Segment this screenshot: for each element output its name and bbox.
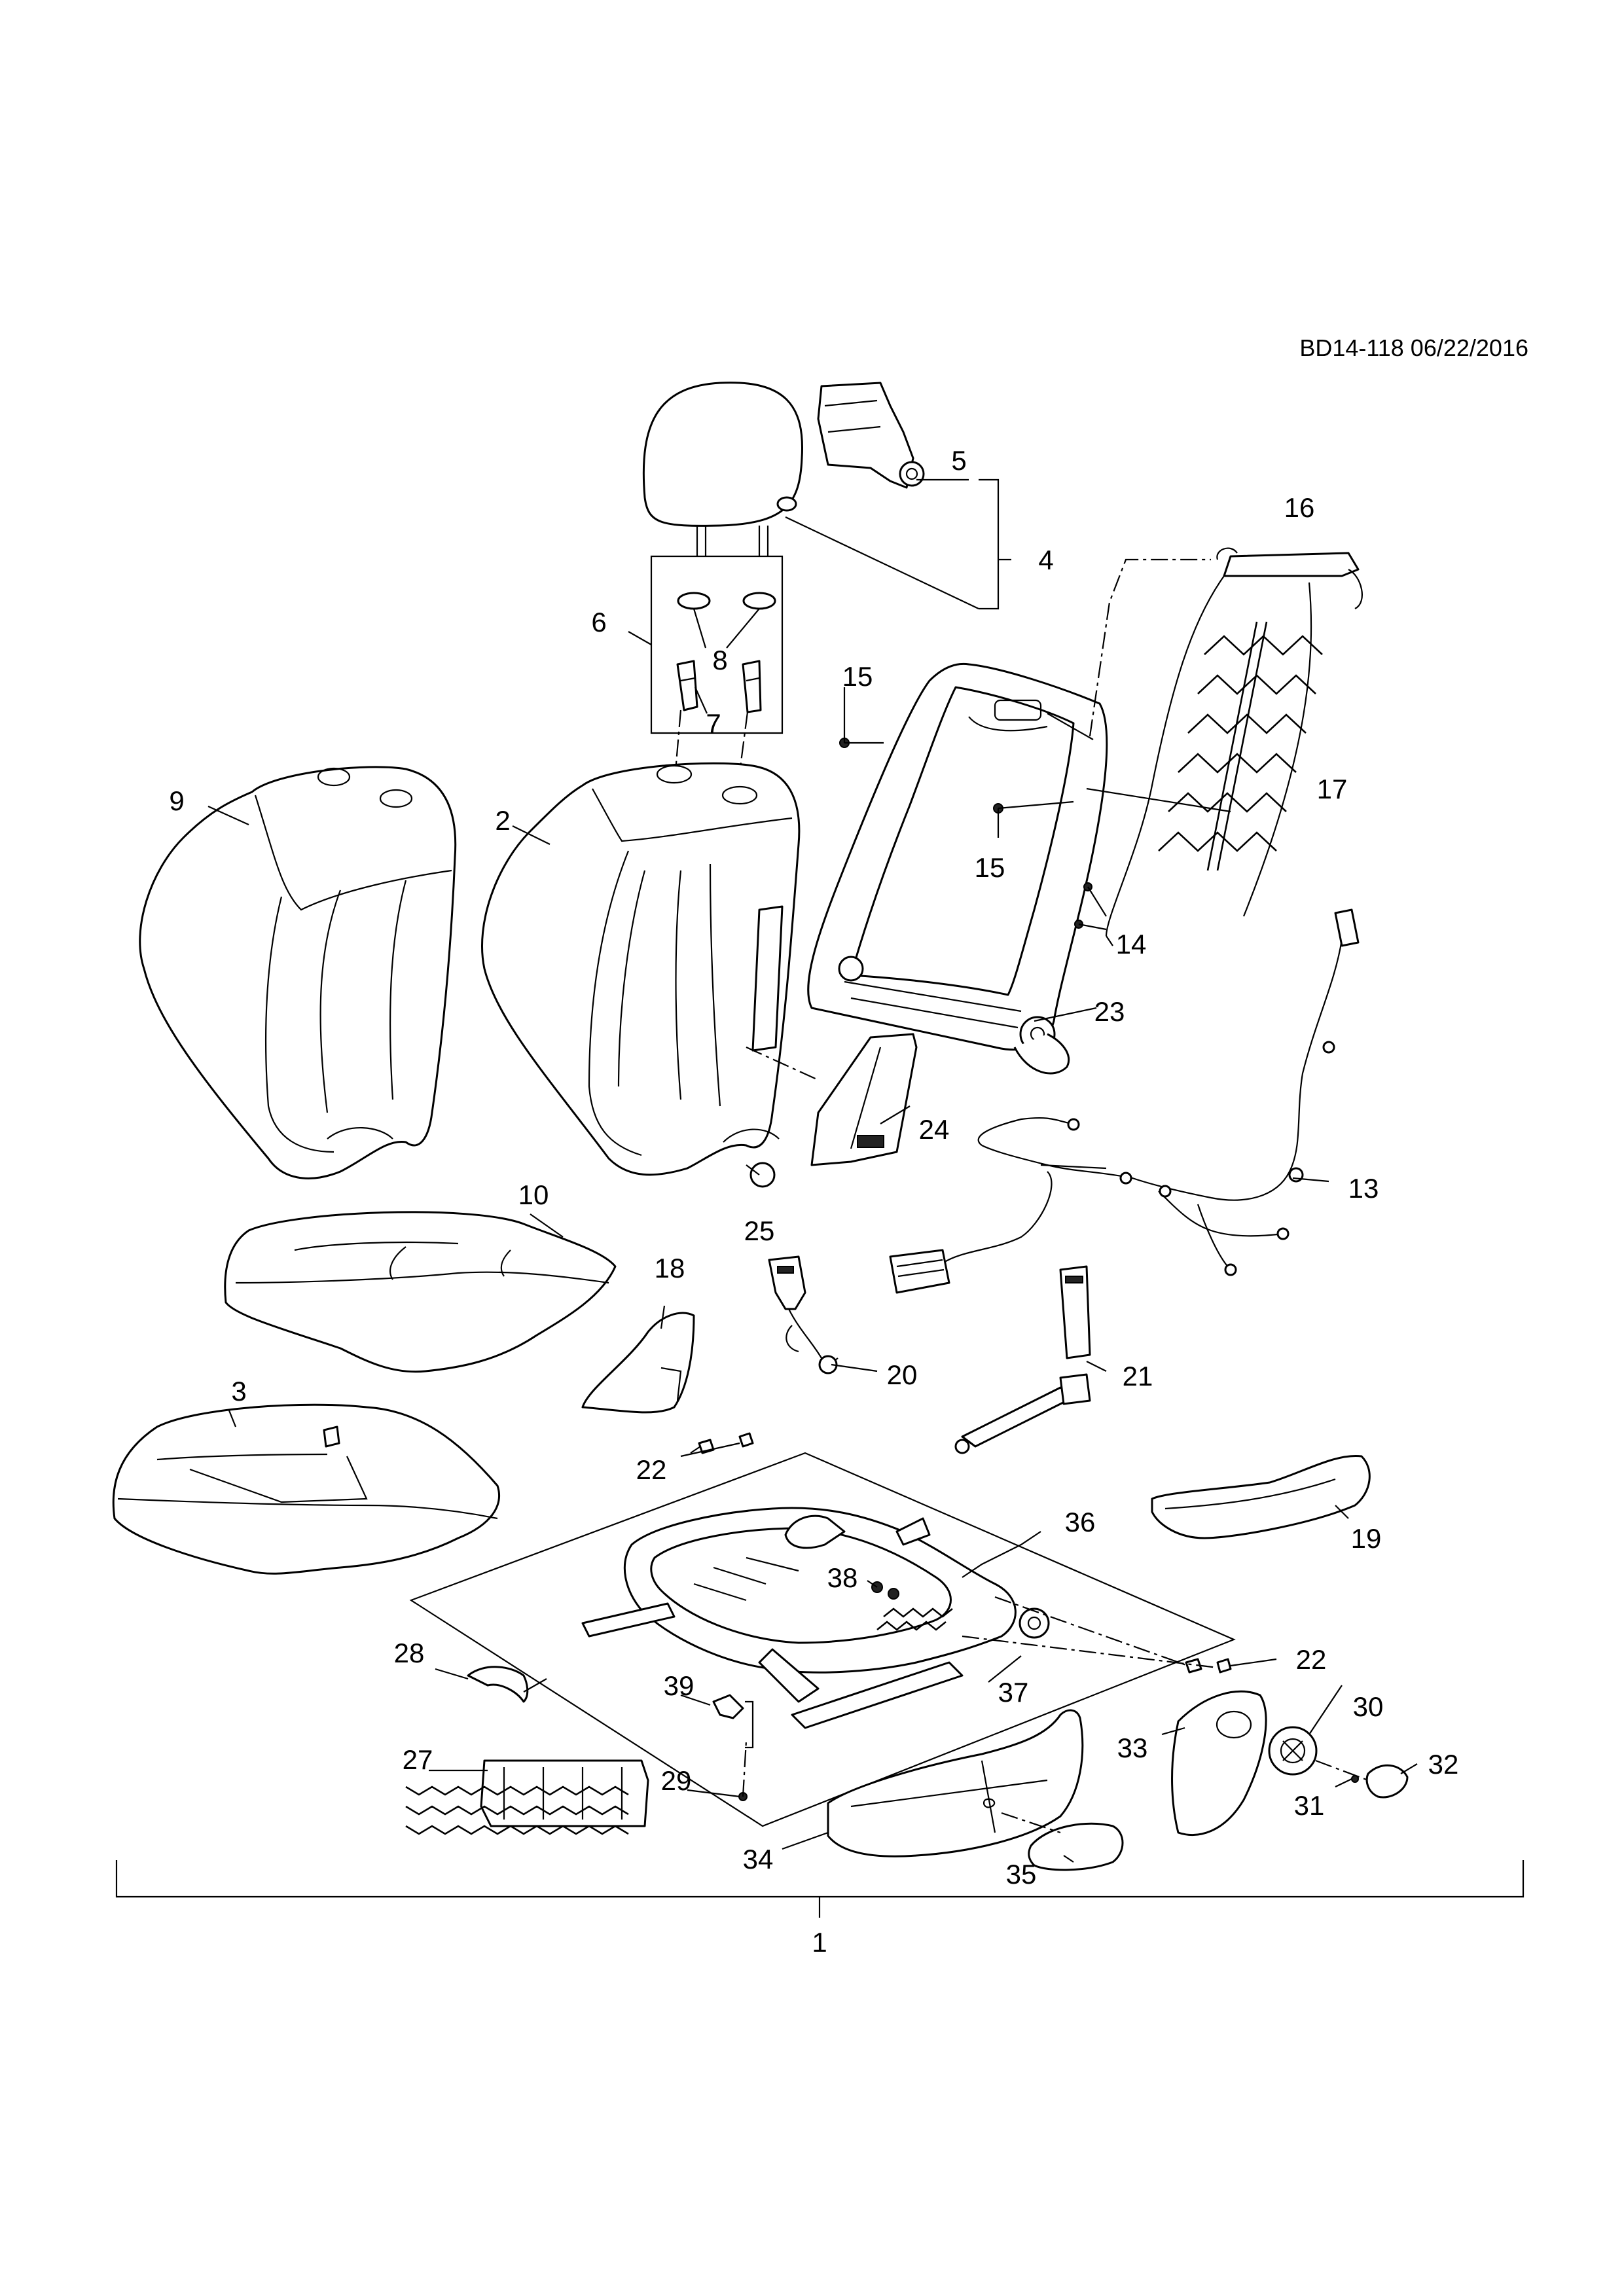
drawing-reference: BD14-118 06/22/2016: [1299, 334, 1528, 361]
callout-38: 38: [827, 1562, 858, 1593]
bracket-4: [785, 478, 1011, 610]
callout-10: 10: [518, 1179, 549, 1210]
callout-5: 5: [951, 445, 966, 476]
cushion-spring-mat: [405, 1759, 649, 1835]
callout-14: 14: [1116, 929, 1147, 960]
callout-7: 7: [706, 708, 721, 739]
assembly-bracket-1: [115, 1860, 1525, 1918]
callout-35: 35: [1006, 1859, 1037, 1890]
seat-adjuster-frame: [581, 1507, 1050, 1729]
side-shield-detail: [850, 1760, 1048, 1833]
seat-back-cover: [139, 766, 457, 1179]
callout-25: 25: [744, 1215, 775, 1246]
nuts-22: [698, 1432, 1232, 1674]
switch-dash: [1001, 1812, 1061, 1834]
trim-28: [467, 1666, 529, 1703]
callout-27: 27: [403, 1744, 433, 1775]
guide-39-bracket: [745, 1700, 754, 1749]
suspension-mat: [1105, 547, 1363, 946]
callout-2: 2: [495, 805, 510, 836]
airbag-dash: [746, 1046, 819, 1081]
callout-3: 3: [231, 1376, 246, 1407]
seat-belt-buckle: [768, 1255, 839, 1374]
callout-22b: 22: [1296, 1644, 1327, 1675]
adjuster-switch: [1028, 1822, 1124, 1871]
callout-21: 21: [1123, 1361, 1153, 1391]
callout-9: 9: [169, 785, 184, 816]
seat-back-frame: [807, 662, 1108, 1075]
inner-side-shield: [1151, 1454, 1371, 1539]
shield-opening: [1216, 1710, 1252, 1739]
seat-back-pad: [481, 762, 801, 1176]
clip-ring: [749, 1162, 776, 1188]
callout-15b: 15: [975, 852, 1005, 883]
belt-anchor: [954, 1265, 1091, 1454]
headrest-guide-module: [817, 382, 925, 489]
outer-recliner-shield: [1171, 1690, 1267, 1836]
callout-33: 33: [1117, 1732, 1148, 1763]
callout-39: 39: [664, 1670, 695, 1701]
callout-19: 19: [1351, 1523, 1382, 1554]
callout-numbers: 1 2 3 4 5 6 7 8 9 10 13 14 15 15 16 17 1…: [169, 445, 1458, 1958]
callout-36: 36: [1065, 1507, 1096, 1537]
callout-20: 20: [887, 1359, 918, 1390]
callout-16: 16: [1284, 492, 1315, 523]
callout-28: 28: [394, 1638, 425, 1668]
callout-4: 4: [1038, 545, 1053, 575]
headrest-guides-box: [628, 555, 784, 783]
callout-13: 13: [1348, 1173, 1379, 1204]
side-shield-hole: [983, 1798, 996, 1808]
callout-31: 31: [1294, 1790, 1325, 1821]
callout-22a: 22: [636, 1454, 667, 1485]
callout-30: 30: [1353, 1691, 1384, 1722]
cushion-side-trim: [581, 1312, 695, 1414]
outer-side-shield: [827, 1709, 1084, 1857]
pin-29-dash: [742, 1740, 748, 1797]
callout-37: 37: [998, 1677, 1029, 1708]
callout-24: 24: [919, 1114, 950, 1145]
callout-8: 8: [712, 645, 727, 675]
recliner-handle: [1268, 1726, 1318, 1776]
headrest: [642, 382, 804, 556]
callout-6: 6: [591, 607, 606, 637]
callout-23: 23: [1094, 996, 1125, 1027]
callout-29: 29: [661, 1765, 692, 1796]
side-airbag: [810, 1033, 918, 1166]
recliner-cap: [1365, 1764, 1409, 1799]
wire-harness: [889, 908, 1360, 1294]
callout-34: 34: [743, 1844, 774, 1874]
screw-31: [1351, 1775, 1359, 1783]
callout-18: 18: [655, 1253, 685, 1283]
adjuster-group-box: [409, 1452, 1236, 1827]
seat-cushion-pad: [112, 1403, 500, 1575]
seat-cushion-cover: [224, 1211, 617, 1373]
mat-attach-dash: [1089, 558, 1211, 737]
mat-leader: [1086, 787, 1231, 813]
callout-1: 1: [812, 1927, 827, 1958]
callout-15a: 15: [842, 661, 873, 692]
callout-32: 32: [1428, 1749, 1459, 1780]
handle-dash: [1315, 1759, 1369, 1782]
guide-39: [712, 1694, 744, 1719]
callout-17: 17: [1317, 774, 1348, 804]
leader-lines: [208, 687, 1418, 1863]
